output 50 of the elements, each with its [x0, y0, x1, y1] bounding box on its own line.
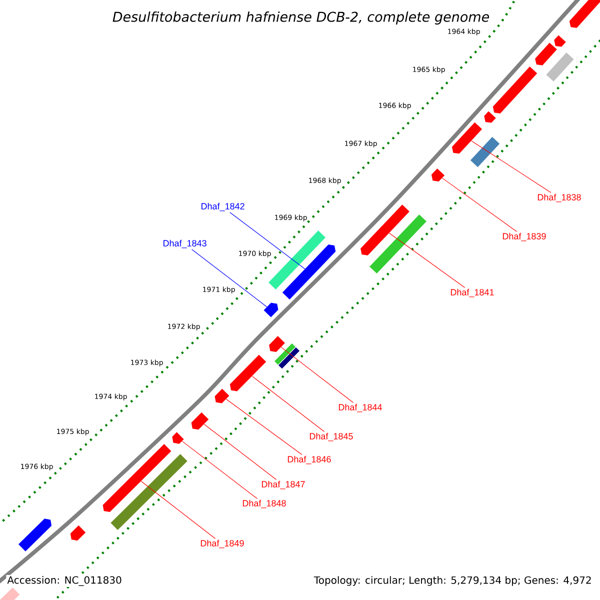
gene-feature	[431, 168, 445, 182]
feature-bar	[370, 214, 426, 274]
gene-feature	[191, 412, 209, 430]
gene-feature	[569, 0, 600, 28]
feature-bar	[278, 347, 300, 369]
gene-feature	[102, 444, 172, 512]
genome-stats-text: Topology: circular; Length: 5,279,134 bp; Genes: 4,972	[312, 575, 593, 587]
leader-line	[191, 249, 268, 308]
title: Desulfitobacterium hafniense DCB-2, complete genome	[112, 11, 490, 25]
feature-bar	[110, 454, 188, 530]
gene-label: Dhaf_1839	[502, 232, 546, 242]
leader-line	[182, 440, 258, 499]
gene-feature	[492, 66, 538, 114]
gene-feature	[269, 336, 285, 352]
gene-label: Dhaf_1846	[288, 456, 331, 464]
leader-line	[140, 480, 216, 539]
leader-line	[471, 140, 552, 193]
feature-bar	[546, 52, 574, 82]
gene-label: Dhaf_1844	[338, 404, 382, 412]
gene-label: Dhaf_1847	[262, 480, 305, 490]
gene-label: Dhaf_1849	[200, 540, 244, 548]
gene-label: Dhaf_1841	[450, 288, 494, 298]
leader-line	[388, 232, 466, 288]
gene-feature	[230, 354, 266, 392]
gene-feature	[18, 518, 52, 552]
feature-bar	[0, 587, 20, 600]
leader-line	[442, 178, 518, 232]
gene-feature	[264, 302, 278, 318]
gene-label: Dhaf_1843	[164, 240, 206, 248]
gene-feature	[172, 432, 184, 444]
gene-feature	[535, 42, 557, 66]
gene-label: Dhaf_1838	[538, 194, 581, 202]
leader-line	[230, 212, 306, 270]
gene-feature	[214, 388, 230, 404]
gene-feature	[360, 204, 410, 256]
gene-label: Dhaf_1845	[310, 432, 353, 442]
gene-label: Dhaf_1848	[242, 500, 286, 508]
leader-line	[252, 376, 325, 432]
gene-label: Dhaf_1842	[202, 202, 244, 212]
gene-feature	[70, 525, 86, 541]
leader-line	[204, 424, 277, 480]
leader-line	[226, 398, 302, 455]
leader-line	[280, 346, 354, 403]
gene-feature	[282, 244, 336, 300]
feature-bar	[470, 136, 500, 168]
feature-bar	[274, 343, 296, 365]
gene-feature	[554, 35, 566, 47]
accession-text: Accession: NC_011830	[6, 575, 123, 587]
gene-feature	[452, 122, 482, 154]
gene-feature	[484, 111, 496, 123]
